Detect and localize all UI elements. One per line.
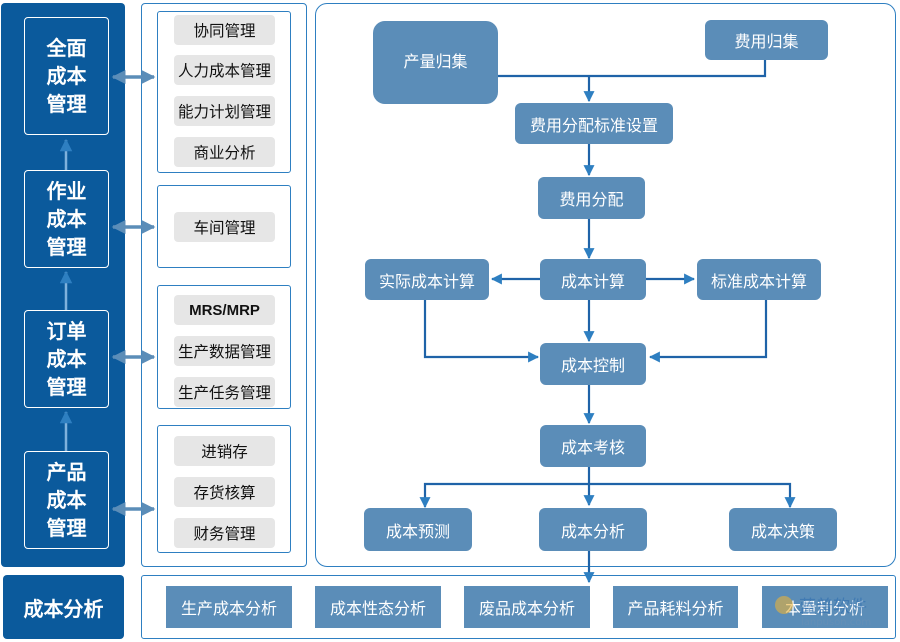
analysis-item-production: 生产成本分析: [166, 586, 292, 628]
group-item: MRS/MRP: [174, 295, 275, 325]
analysis-label: 成本性态分析: [329, 599, 426, 618]
analysis-panel: [141, 575, 896, 639]
analysis-label: 废品成本分析: [478, 599, 575, 618]
analysis-label: 产品耗料分析: [627, 599, 724, 618]
level-label: 订单 成本 管理: [46, 319, 87, 399]
level-product-cost: 产品 成本 管理: [24, 451, 109, 549]
group-item: 财务管理: [174, 518, 275, 548]
group-product: 进销存 存货核算 财务管理: [157, 425, 291, 553]
actual-cost-box: 实际成本计算: [365, 259, 489, 300]
flow-label: 费用归集: [734, 32, 799, 51]
cost-assessment-box: 成本考核: [540, 425, 646, 467]
analysis-item-material: 产品耗料分析: [613, 586, 738, 628]
standard-cost-box: 标准成本计算: [697, 259, 821, 300]
group-item: 生产任务管理: [174, 377, 275, 407]
flow-label: 成本控制: [560, 356, 625, 375]
flow-label: 成本分析: [560, 521, 625, 541]
group-item: 协同管理: [174, 15, 275, 45]
flow-label: 费用分配: [559, 190, 624, 209]
analysis-item-scrap: 废品成本分析: [464, 586, 590, 628]
group-order: MRS/MRP 生产数据管理 生产任务管理: [157, 285, 291, 409]
level-order-cost: 订单 成本 管理: [24, 310, 109, 408]
level-label: 产品 成本 管理: [46, 460, 87, 540]
flow-label: 产量归集: [403, 51, 468, 71]
expense-allocation-box: 费用分配: [538, 177, 645, 219]
link-arrows: [111, 70, 156, 516]
cost-flow-panel: [315, 3, 896, 567]
production-collection-box: 产量归集: [373, 21, 498, 104]
cost-analysis-box: 成本分析: [539, 508, 647, 551]
analysis-label: 本量利分析: [784, 599, 865, 618]
group-item: 车间管理: [174, 212, 275, 242]
analysis-title: 成本分析: [23, 596, 104, 621]
flow-label: 成本考核: [560, 438, 625, 457]
analysis-label: 生产成本分析: [180, 599, 277, 618]
allocation-standard-box: 费用分配标准设置: [515, 103, 673, 144]
group-item: 能力计划管理: [174, 96, 275, 126]
expense-collection-box: 费用归集: [705, 20, 828, 60]
analysis-title-box: 成本分析: [3, 575, 124, 639]
level-comprehensive-cost: 全面 成本 管理: [24, 17, 109, 135]
group-item: 商业分析: [174, 137, 275, 167]
flow-label: 成本决策: [750, 521, 815, 541]
level-activity-cost: 作业 成本 管理: [24, 170, 109, 268]
cost-calculation-box: 成本计算: [540, 259, 646, 300]
cost-level-panel: [1, 3, 125, 567]
group-item: 存货核算: [174, 477, 275, 507]
flow-label: 标准成本计算: [710, 271, 807, 291]
watermark-brand: 蓝普软件: [799, 597, 867, 617]
analysis-item-behavior: 成本性态分析: [315, 586, 441, 628]
flow-label: 费用分配标准设置: [529, 115, 658, 135]
group-comprehensive: 协同管理 人力成本管理 能力计划管理 商业分析: [157, 11, 291, 173]
level-label: 作业 成本 管理: [46, 179, 87, 259]
level-label: 全面 成本 管理: [46, 36, 87, 116]
cost-forecast-box: 成本预测: [364, 508, 472, 551]
flow-label: 成本计算: [560, 271, 625, 291]
group-item: 人力成本管理: [174, 55, 275, 85]
cost-control-box: 成本控制: [540, 343, 646, 385]
group-item: 进销存: [174, 436, 275, 466]
watermark-url: lanpuson.com: [801, 617, 872, 628]
group-activity: 车间管理: [157, 185, 291, 268]
group-item: 生产数据管理: [174, 336, 275, 366]
brand-logo-icon: [775, 596, 793, 614]
flow-label: 成本预测: [385, 521, 450, 541]
module-panel: [141, 3, 307, 567]
flow-label: 实际成本计算: [378, 271, 475, 291]
cost-decision-box: 成本决策: [729, 508, 837, 551]
brand-watermark: 蓝普软件 lanpuson.com: [775, 592, 893, 636]
